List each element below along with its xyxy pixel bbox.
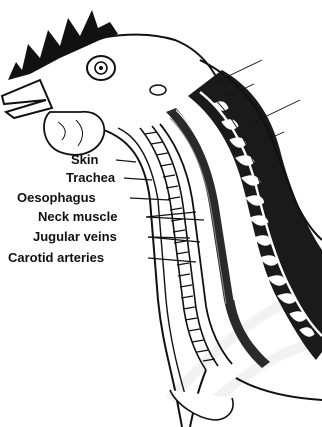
eye <box>87 56 115 80</box>
label-jugular-veins: Jugular veins <box>33 230 117 244</box>
label-skin: Skin <box>71 153 98 167</box>
skin-layer <box>118 128 186 398</box>
front-neck-outline <box>104 130 182 427</box>
beak <box>2 80 52 118</box>
wattle <box>44 112 104 155</box>
label-oesophagus: Oesophagus <box>17 191 96 205</box>
label-neck-muscle: Neck muscle <box>38 210 118 224</box>
leader-lines <box>116 160 204 262</box>
ear <box>150 85 166 95</box>
skin-leader <box>116 160 136 162</box>
trachea-leader <box>124 178 152 180</box>
label-trachea: Trachea <box>66 171 115 185</box>
label-carotid-arteries: Carotid arteries <box>8 251 104 265</box>
